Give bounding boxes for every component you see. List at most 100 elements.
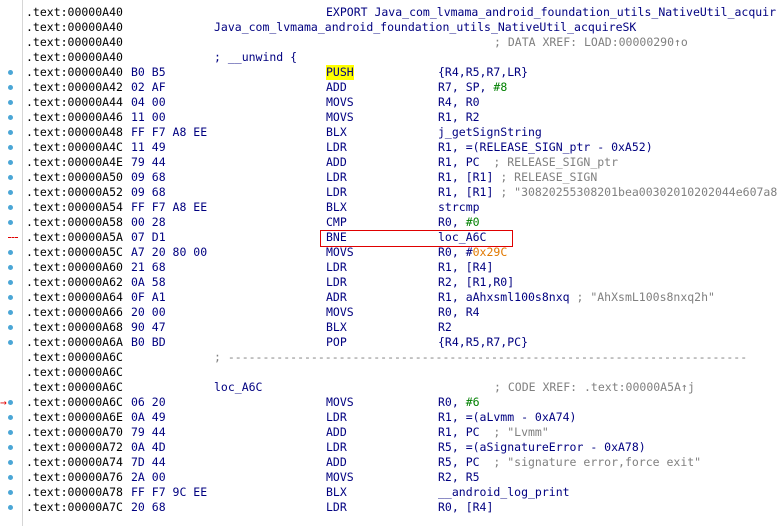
code-label[interactable]: ; __unwind { [214,50,298,64]
address[interactable]: .text:00000A70 [26,425,123,439]
operand-text[interactable]: R1, =(aLvmm - 0xA74) [438,410,577,424]
operand-text[interactable]: R0, [438,395,466,409]
mnemonic[interactable]: ADD [326,155,347,169]
mnemonic[interactable]: LDR [326,440,347,454]
operand-text[interactable]: R7, SP, [438,80,494,94]
mnemonic[interactable]: LDR [326,500,347,514]
breakpoint-dot-icon[interactable] [8,115,13,120]
operands[interactable]: R5, =(aSignatureError - 0xA78) [438,440,646,455]
address[interactable]: .text:00000A46 [26,110,123,124]
mnemonic[interactable]: ADD [326,455,347,469]
address[interactable]: .text:00000A6A [26,335,123,349]
breakpoint-dot-icon[interactable] [8,460,13,465]
address[interactable]: .text:00000A68 [26,320,123,334]
breakpoint-dot-icon[interactable] [8,130,13,135]
breakpoint-dot-icon[interactable] [8,310,13,315]
operands[interactable]: strcmp [438,200,480,215]
address[interactable]: .text:00000A52 [26,185,123,199]
address[interactable]: .text:00000A40 [26,5,123,19]
operand-text[interactable]: R2, R5 [438,470,480,484]
operands[interactable]: R1, =(RELEASE_SIGN_ptr - 0xA52) [438,140,653,155]
mnemonic[interactable]: POP [326,335,347,349]
operands[interactable]: j_getSignString [438,125,542,140]
breakpoint-dot-icon[interactable] [8,175,13,180]
operand-text[interactable]: R2 [438,320,452,334]
address[interactable]: .text:00000A5C [26,245,123,259]
address[interactable]: .text:00000A60 [26,260,123,274]
mnemonic[interactable]: MOVS [326,395,354,409]
breakpoint-dot-icon[interactable] [8,325,13,330]
breakpoint-dot-icon[interactable] [8,415,13,420]
operand-text[interactable]: R0, # [438,245,473,259]
address[interactable]: .text:00000A78 [26,485,123,499]
address[interactable]: .text:00000A72 [26,440,123,454]
address[interactable]: .text:00000A74 [26,455,123,469]
operands[interactable]: R2, [R1,R0] [438,275,514,290]
address[interactable]: .text:00000A6C [26,350,123,364]
address[interactable]: .text:00000A76 [26,470,123,484]
operands[interactable]: loc_A6C [438,230,486,245]
breakpoint-dot-icon[interactable] [8,100,13,105]
address[interactable]: .text:00000A40 [26,35,123,49]
operand-text[interactable]: R1, =(RELEASE_SIGN_ptr - 0xA52) [438,140,653,154]
mnemonic[interactable]: BLX [326,320,347,334]
address[interactable]: .text:00000A54 [26,200,123,214]
mnemonic[interactable]: MOVS [326,245,354,259]
operands[interactable]: R5, PC ; "signature error,force exit" [438,455,701,470]
mnemonic[interactable]: CMP [326,215,347,229]
address[interactable]: .text:00000A58 [26,215,123,229]
mnemonic[interactable]: BLX [326,485,347,499]
address[interactable]: .text:00000A44 [26,95,123,109]
address[interactable]: .text:00000A6E [26,410,123,424]
mnemonic[interactable]: ADD [326,80,347,94]
operand-text[interactable]: R1, [R4] [438,260,494,274]
address[interactable]: .text:00000A66 [26,305,123,319]
mnemonic[interactable]: BNE [326,230,347,244]
operand-text[interactable]: {R4,R5,R7,LR} [438,65,529,79]
breakpoint-dot-icon[interactable] [8,475,13,480]
operand-text[interactable]: R1, R2 [438,110,480,124]
xref-comment[interactable]: ; CODE XREF: .text:00000A5A↑j [494,380,695,394]
operand-text[interactable]: R1, PC [438,155,480,169]
operands[interactable]: R1, [R1] ; RELEASE_SIGN [438,170,597,185]
breakpoint-gutter[interactable] [0,0,22,526]
address[interactable]: .text:00000A40 [26,20,123,34]
operand-text[interactable]: loc_A6C [438,230,487,244]
operand-text[interactable]: R1, aAhxsml100s8nxq [438,290,570,304]
mnemonic[interactable]: MOVS [326,470,354,484]
operand-text[interactable]: R2, [R1,R0] [438,275,515,289]
breakpoint-dot-icon[interactable] [8,220,13,225]
operand-text[interactable]: R0, R4 [438,305,480,319]
breakpoint-dot-icon[interactable] [8,250,13,255]
breakpoint-dot-icon[interactable] [8,505,13,510]
mnemonic[interactable]: LDR [326,260,347,274]
mnemonic[interactable]: PUSH [326,65,354,80]
operand-text[interactable]: R0, [438,215,466,229]
breakpoint-dot-icon[interactable] [8,445,13,450]
address[interactable]: .text:00000A48 [26,125,123,139]
address[interactable]: .text:00000A64 [26,290,123,304]
operands[interactable]: {R4,R5,R7,LR} [438,65,528,80]
mnemonic[interactable]: ADD [326,425,347,439]
mnemonic[interactable]: LDR [326,410,347,424]
operand-text[interactable]: R5, =(aSignatureError - 0xA78) [438,440,646,454]
operands[interactable]: __android_log_print [438,485,570,500]
mnemonic[interactable]: MOVS [326,95,354,109]
